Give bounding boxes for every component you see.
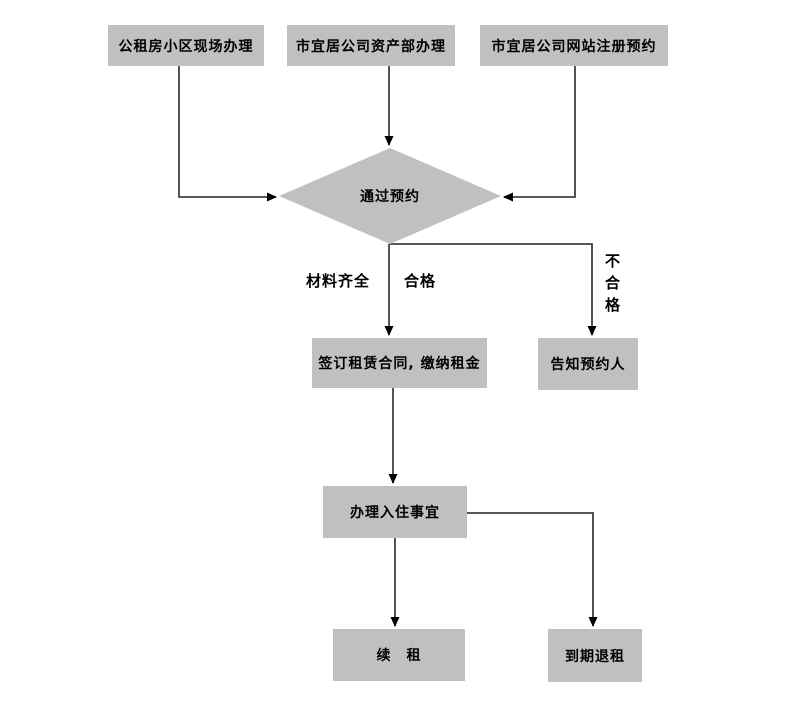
- node-renew-lease: 续 租: [333, 629, 465, 681]
- edge-web-to-decision: [503, 66, 576, 202]
- node-sign-contract: 签订租赁合同, 缴纳租金: [312, 338, 487, 388]
- edge-label-materials-complete: 材料齐全: [306, 272, 371, 290]
- edge-decision-to-notify: [389, 243, 597, 336]
- edge-checkin-to-return: [467, 512, 598, 627]
- edge-label-qualified: 合格: [404, 272, 437, 290]
- node-checkin: 办理入住事宜: [323, 486, 467, 538]
- node-site-office: 公租房小区现场办理: [108, 25, 264, 66]
- edge-site-to-decision: [178, 66, 277, 202]
- node-asset-dept: 市宜居公司资产部办理: [287, 25, 455, 66]
- edge-label-unqualified: 不合格: [603, 253, 621, 319]
- node-return-on-expiry: 到期退租: [548, 629, 642, 682]
- node-notify-applicant: 告知预约人: [538, 338, 638, 390]
- node-website-register: 市宜居公司网站注册预约: [480, 25, 668, 66]
